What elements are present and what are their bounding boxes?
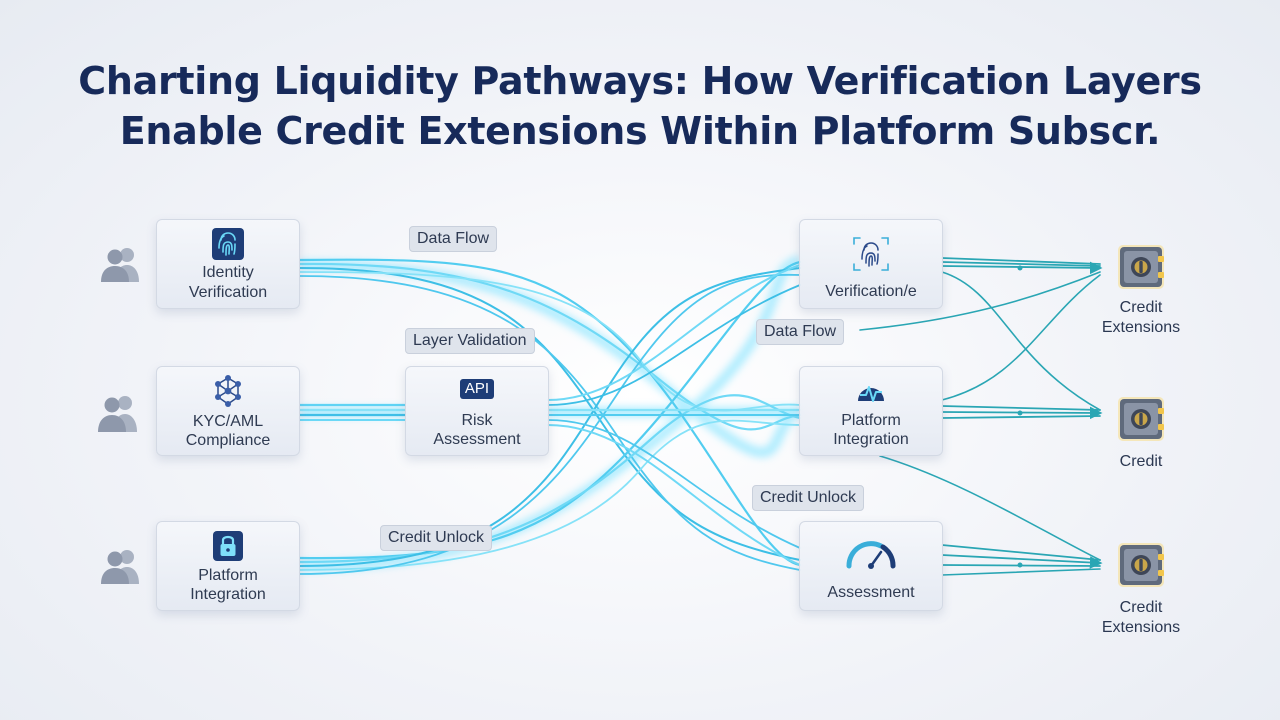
pulse-icon (858, 386, 884, 402)
flow-line (859, 271, 1101, 331)
flow-line (941, 568, 1101, 576)
flow-line (941, 274, 1101, 401)
fingerprint-icon (212, 228, 244, 260)
flow-line (941, 257, 1101, 265)
card-label-line-1: Platform (198, 567, 258, 584)
flow-line (941, 415, 1101, 419)
card-label-line-1: Identity (202, 264, 254, 281)
flow-line (299, 419, 801, 571)
api-badge: API (459, 379, 495, 399)
vault-icon (1118, 245, 1164, 289)
users-icon (98, 396, 137, 432)
flow-line (879, 455, 1101, 561)
flow-line (941, 261, 1101, 267)
users-icon (101, 550, 139, 584)
output-label-line-1: Credit (1119, 299, 1163, 316)
card-label-line-1: Platform (841, 412, 901, 429)
tag-data-flow-top: Data Flow (409, 226, 498, 252)
tag-credit-unlock-right: Credit Unlock (752, 485, 865, 511)
flow-line (547, 284, 801, 406)
card-identity-verification[interactable]: Identity Verification (156, 219, 300, 309)
card-label-line-1: KYC/AML (192, 413, 264, 430)
card-risk-assessment[interactable]: API Risk Assessment (405, 366, 549, 456)
card-kyc-aml-compliance[interactable]: KYC/AML Compliance (156, 366, 300, 456)
flow-line (298, 262, 802, 431)
flow-line (299, 275, 801, 571)
card-verification-right[interactable]: Verification/e (799, 219, 943, 309)
flow-line (547, 264, 801, 401)
card-platform-integration-left[interactable]: Platform Integration (156, 521, 300, 611)
flow-lines-middle (546, 264, 802, 566)
flow-line (547, 419, 801, 549)
card-platform-integration-right[interactable]: Platform Integration (799, 366, 943, 456)
tag-data-flow-right: Data Flow (756, 319, 845, 345)
output-label-line-1: Credit (1119, 599, 1163, 616)
output-label-2: Credit (1071, 452, 1211, 472)
card-label-line-2: Verification (188, 284, 268, 301)
card-label-line-1: Assessment (827, 584, 915, 601)
output-label-3: Credit Extensions (1071, 598, 1211, 638)
flow-lines-right (859, 257, 1103, 576)
flow-line (941, 271, 1101, 411)
output-label-line-2: Extensions (1101, 619, 1181, 636)
flow-line (299, 267, 801, 561)
flow-line (941, 405, 1101, 411)
card-label-line-2: Compliance (185, 432, 271, 449)
title-line-1: Charting Liquidity Pathways: How Verific… (78, 59, 1202, 103)
flow-line (941, 544, 1101, 561)
card-assessment[interactable]: Assessment (799, 521, 943, 611)
lock-icon (213, 531, 243, 561)
output-label-line-1: Credit (1119, 453, 1163, 470)
api-badge-wrap: API (406, 379, 548, 399)
card-label-line-2: Assessment (433, 431, 521, 448)
flow-dots (1017, 265, 1023, 568)
tag-credit-unlock-left: Credit Unlock (380, 525, 493, 551)
network-icon (215, 375, 241, 407)
output-label-1: Credit Extensions (1071, 298, 1211, 338)
vault-icon (1118, 543, 1164, 587)
page-title: Charting Liquidity Pathways: How Verific… (0, 56, 1280, 156)
flow-line (299, 271, 801, 412)
tag-layer-validation: Layer Validation (405, 328, 535, 354)
card-label-line-2: Integration (833, 431, 909, 448)
card-label-line-1: Verification/e (825, 283, 917, 300)
flow-line (941, 554, 1103, 569)
flow-line (298, 258, 802, 567)
title-line-2: Enable Credit Extensions Within Platform… (119, 109, 1161, 153)
flow-line (547, 424, 801, 566)
fingerprint-icon (853, 237, 889, 271)
card-label-line-2: Integration (190, 586, 266, 603)
users-icon (101, 248, 139, 282)
vault-icon (1118, 397, 1164, 441)
output-label-line-2: Extensions (1101, 319, 1181, 336)
card-label-line-1: Risk (461, 412, 493, 429)
gauge-icon (846, 541, 896, 569)
